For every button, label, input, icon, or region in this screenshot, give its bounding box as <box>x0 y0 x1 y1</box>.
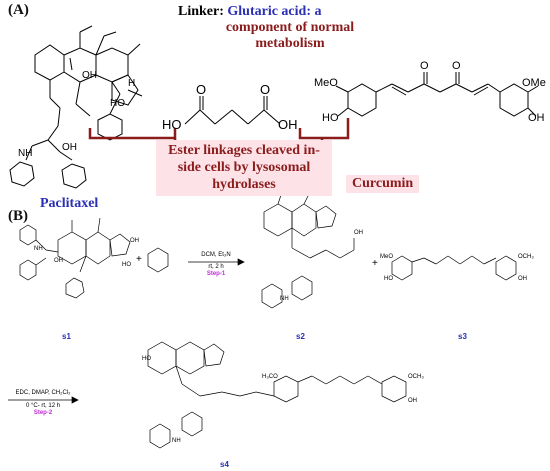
compound-s2: s2 <box>296 332 305 341</box>
compound-s1: s1 <box>62 332 71 341</box>
glutaric-o2: O <box>260 82 271 97</box>
curcumin-ome: OMe <box>522 77 546 89</box>
compound-s4: s4 <box>220 460 229 469</box>
plus-sign-2: + <box>372 258 378 269</box>
panel-b-label: (B) <box>8 208 28 224</box>
cleavage-line-1: Ester linkages cleaved in- <box>168 143 320 158</box>
linker-name: Glutaric acid: a <box>227 4 322 19</box>
s2-nh: NH <box>280 296 289 302</box>
s2-oh: OH <box>354 230 363 236</box>
paclitaxel-oh-2: OH <box>82 70 97 81</box>
paclitaxel-oh-1: OH <box>62 142 77 153</box>
s1-oh-2: OH <box>130 238 139 244</box>
s2-structure <box>261 191 355 309</box>
glutaric-ho: HO <box>162 117 182 132</box>
s4-nh: NH <box>172 438 181 444</box>
s1-structure <box>19 217 131 299</box>
linker-title: Linker: <box>178 4 224 19</box>
curcumin-label: Curcumin <box>346 175 420 193</box>
curcumin-o2: O <box>452 60 461 72</box>
paclitaxel-nh: NH <box>18 148 33 159</box>
plus-sign-1: + <box>136 254 142 265</box>
linker-desc-1: component of normal <box>225 20 355 35</box>
glutaric-acid-structure <box>184 96 281 125</box>
s3-structure <box>391 255 517 281</box>
s1-nh: NH <box>34 246 43 252</box>
s1-ho: HO <box>122 262 131 268</box>
paclitaxel-ho: HO <box>110 98 125 109</box>
step1-conditions: rt, 2 h <box>208 264 224 270</box>
linker-desc-2: metabolism <box>255 36 325 51</box>
paclitaxel-label: Paclitaxel <box>40 196 99 211</box>
compound-s3: s3 <box>458 332 467 341</box>
s3-meo: MeO <box>380 254 394 260</box>
s3-ome: OCH₃ <box>518 254 534 260</box>
curcumin-oh: OH <box>528 112 545 124</box>
s4-structure <box>147 341 407 449</box>
glutaric-oh: OH <box>278 117 298 132</box>
cleavage-line-2: side cells by lysosomal <box>177 160 311 175</box>
step2-label: Step-2 <box>33 410 53 416</box>
curcumin-o1: O <box>420 60 429 72</box>
paclitaxel-h: H <box>128 78 136 89</box>
s1-oh: OH <box>54 258 63 264</box>
s3-oh: OH <box>518 276 527 282</box>
s4-oh: OH <box>408 398 417 404</box>
curcumin-ho: HO <box>322 112 339 124</box>
step1-label: Step-1 <box>206 271 226 277</box>
cleavage-line-3: hydrolases <box>212 177 276 192</box>
paclitaxel-structure <box>9 25 143 189</box>
step2-reagents: EDC, DMAP, CH₂Cl₂ <box>15 390 71 396</box>
s4-ho: HO <box>142 356 151 362</box>
linker-heading: Linker: Glutaric acid: a <box>178 4 322 20</box>
anhydride-structure <box>147 247 169 273</box>
s4-h3co: H₃CO <box>262 374 278 380</box>
step2-conditions: 0 °C- rt, 12 h <box>25 403 61 409</box>
cleavage-box <box>156 140 332 196</box>
glutaric-o1: O <box>196 82 207 97</box>
s4-och3: OCH₃ <box>408 374 424 380</box>
curcumin-structure <box>335 72 539 117</box>
s3-ho: HO <box>384 276 393 282</box>
panel-a-label: (A) <box>8 2 29 18</box>
curcumin-meo: MeO <box>314 77 338 89</box>
step1-reagents: DCM, Et₃N <box>201 252 231 258</box>
